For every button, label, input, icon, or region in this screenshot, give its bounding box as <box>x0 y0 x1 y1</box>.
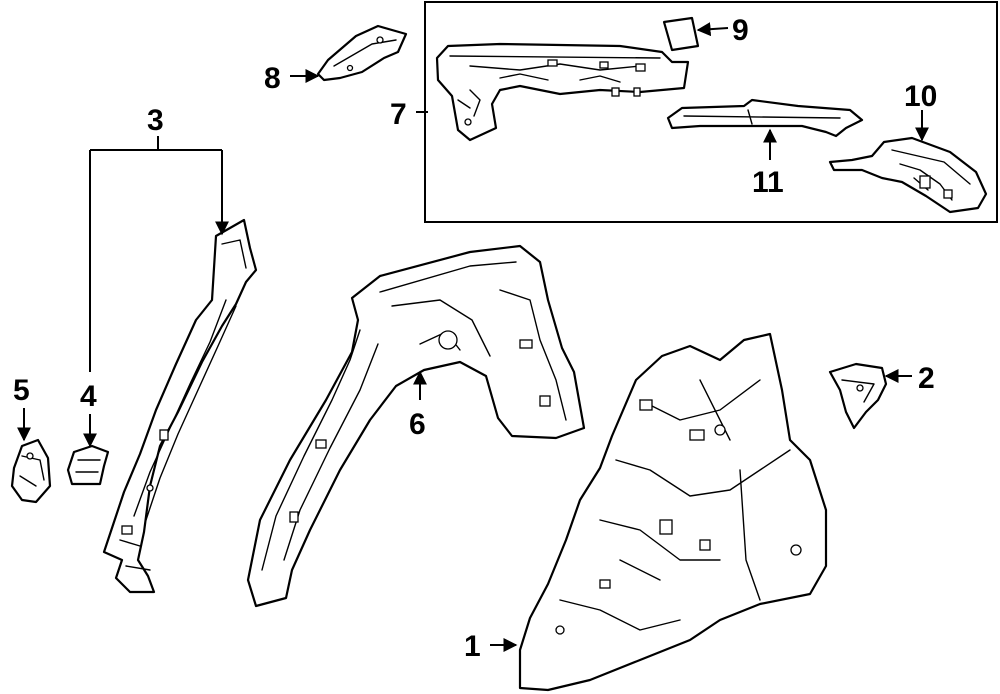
part-8-bracket[interactable] <box>316 24 408 82</box>
callout-7: 7 <box>390 98 407 131</box>
callout-9: 9 <box>732 14 749 47</box>
part-3-pillar[interactable] <box>102 218 258 594</box>
callout-3: 3 <box>147 104 164 137</box>
part-6-wheelhouse[interactable] <box>246 244 586 608</box>
part-9-plate[interactable] <box>662 16 700 52</box>
callout-8: 8 <box>264 62 281 95</box>
callout-5: 5 <box>13 374 30 407</box>
part-7-rail[interactable] <box>435 42 690 142</box>
callout-2: 2 <box>918 362 935 395</box>
callout-1: 1 <box>464 630 481 663</box>
part-2-gusset[interactable] <box>828 362 888 430</box>
callout-6: 6 <box>409 408 426 441</box>
part-5-bracket[interactable] <box>10 438 52 504</box>
callout-11: 11 <box>752 166 784 199</box>
part-11-strip[interactable] <box>666 98 864 138</box>
part-4-clip[interactable] <box>66 444 110 486</box>
callout-4: 4 <box>80 380 97 413</box>
leader-9 <box>696 22 729 37</box>
callout-10: 10 <box>904 80 937 113</box>
part-10-bracket[interactable] <box>828 136 988 214</box>
part-1-inner-panel[interactable] <box>518 332 828 692</box>
leader-3-bracket <box>90 136 222 151</box>
